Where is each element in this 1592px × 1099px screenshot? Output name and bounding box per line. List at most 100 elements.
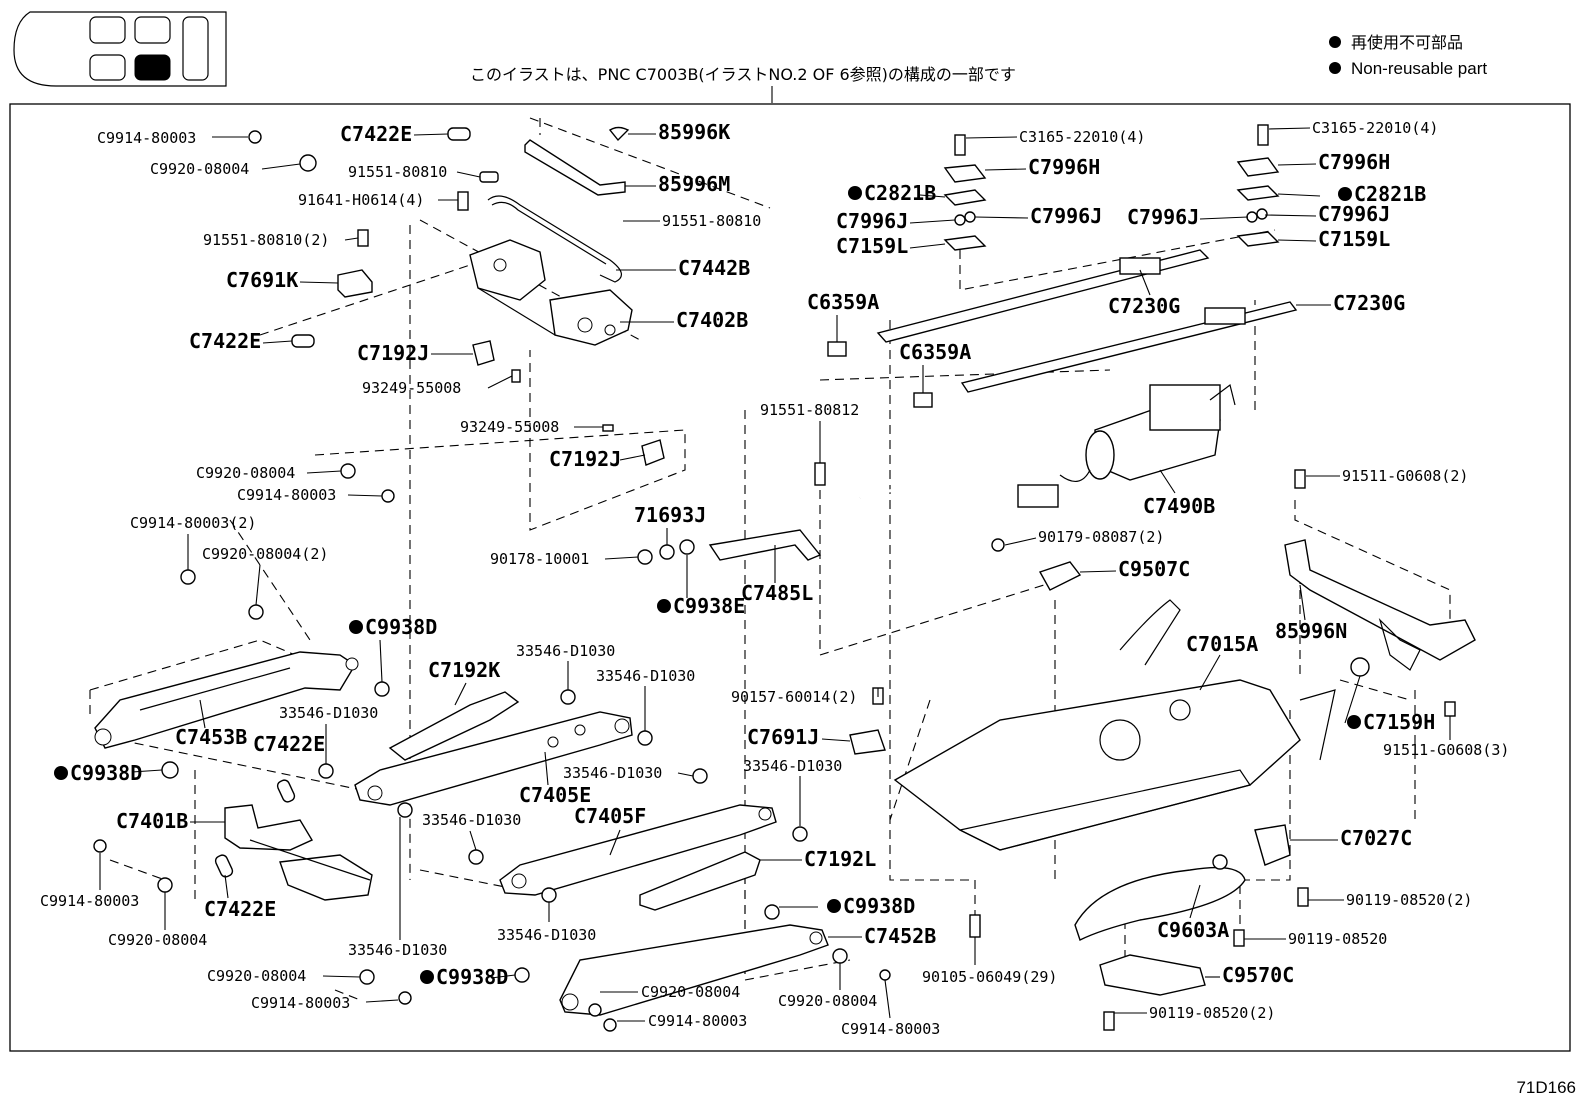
part-number-label: 33546-D1030: [563, 764, 662, 782]
seat-locator-icon: [13, 11, 227, 87]
part-number-label: C9920-08004: [778, 992, 877, 1010]
part-number-label: C7230G: [1333, 291, 1405, 315]
part-number-label: C9914-80003: [648, 1012, 747, 1030]
part-number-label: 33546-D1030: [422, 811, 521, 829]
part-number-label: C7027C: [1340, 826, 1412, 850]
figure-id: 71D166: [1516, 1078, 1576, 1097]
part-number-label: C9938D: [436, 965, 508, 989]
non-reusable-bullet-icon: [848, 186, 862, 200]
legend: 再使用不可部品 Non-reusable part: [1329, 33, 1487, 78]
part-number-label: C7452B: [864, 924, 936, 948]
part-number-label: 85996M: [658, 172, 730, 196]
part-number-label: 33546-D1030: [516, 642, 615, 660]
part-number-label: 85996K: [658, 120, 730, 144]
part-number-label: C7422E: [204, 897, 276, 921]
part-number-label: 85996N: [1275, 619, 1347, 643]
bullet-icon: [1329, 62, 1341, 74]
part-number-label: C7159H: [1363, 710, 1435, 734]
part-number-label: C9914-80003: [237, 486, 336, 504]
part-number-label: C7015A: [1186, 632, 1258, 656]
part-number-label: 91551-80810(2): [203, 231, 329, 249]
part-number-label: 93249-55008: [460, 418, 559, 436]
part-number-label: 90119-08520(2): [1346, 891, 1472, 909]
part-number-label: 71693J: [634, 503, 706, 527]
part-number-label: C9920-08004(2): [202, 545, 328, 563]
part-number-label: C9938E: [673, 594, 745, 618]
part-number-label: C7691K: [226, 268, 298, 292]
part-number-label: C9920-08004: [641, 983, 740, 1001]
non-reusable-bullet-icon: [1347, 715, 1361, 729]
part-number-label: C9938D: [70, 761, 142, 785]
pin-icon: [291, 334, 315, 348]
part-number-label: C7401B: [116, 809, 188, 833]
bolt-icon: [479, 171, 499, 183]
part-number-label: C7485L: [741, 581, 813, 605]
part-number-label: C9914-80003(2): [130, 514, 256, 532]
part-number-label: 91511-G0608(2): [1342, 467, 1468, 485]
part-number-label: C7230G: [1108, 294, 1180, 318]
part-number-label: 33546-D1030: [348, 941, 447, 959]
part-number-label: C7159L: [836, 234, 908, 258]
bracket-icon: [337, 269, 373, 298]
non-reusable-bullet-icon: [54, 766, 68, 780]
part-number-label: 33546-D1030: [596, 667, 695, 685]
part-number-label: C7159L: [1318, 227, 1390, 251]
part-number-label: 91641-H0614(4): [298, 191, 424, 209]
part-number-label: 90157-60014(2): [731, 688, 857, 706]
part-number-label: 91511-G0608(3): [1383, 741, 1509, 759]
part-number-label: 90178-10001: [490, 550, 589, 568]
part-number-label: C7422E: [253, 732, 325, 756]
washer-icon: [299, 154, 317, 172]
part-number-label: C7422E: [189, 329, 261, 353]
part-number-label: C7422E: [340, 122, 412, 146]
part-number-label: 90105-06049(29): [922, 968, 1057, 986]
part-number-label: 33546-D1030: [497, 926, 596, 944]
part-number-label: C9914-80003: [40, 892, 139, 910]
part-number-label: 90179-08087(2): [1038, 528, 1164, 546]
part-number-label: 90119-08520: [1288, 930, 1387, 948]
part-number-label: C2821B: [864, 181, 936, 205]
non-reusable-bullet-icon: [657, 599, 671, 613]
part-number-label: C7996J: [1030, 204, 1102, 228]
part-number-label: C7996J: [836, 209, 908, 233]
bolt-icon: [457, 191, 469, 211]
part-number-label: C9938D: [365, 615, 437, 639]
part-number-label: 91551-80812: [760, 401, 859, 419]
bolt-icon: [357, 229, 369, 247]
non-reusable-bullet-icon: [349, 620, 363, 634]
part-number-label: C7402B: [676, 308, 748, 332]
non-reusable-bullet-icon: [827, 899, 841, 913]
part-number-label: 93249-55008: [362, 379, 461, 397]
bolt-icon: [248, 130, 262, 144]
part-number-label: C7192J: [549, 447, 621, 471]
part-number-label: C9938D: [843, 894, 915, 918]
part-number-label: C7192L: [804, 847, 876, 871]
part-number-label: C3165-22010(4): [1312, 119, 1438, 137]
part-number-label: C9603A: [1157, 918, 1229, 942]
diagram-frame: [9, 103, 1571, 1052]
leader-lines: [99, 127, 1451, 1022]
part-number-label: C2821B: [1354, 182, 1426, 206]
part-labels: C9914-80003C9920-08004C7422E91551-808109…: [40, 119, 1509, 1038]
part-number-label: 33546-D1030: [743, 757, 842, 775]
part-number-label: C9914-80003: [251, 994, 350, 1012]
part-number-label: C9914-80003: [97, 129, 196, 147]
part-number-label: C7405E: [519, 783, 591, 807]
part-number-label: C9920-08004: [196, 464, 295, 482]
part-number-label: C7490B: [1143, 494, 1215, 518]
part-number-label: C9914-80003: [841, 1020, 940, 1038]
part-number-label: C6359A: [807, 290, 879, 314]
non-reusable-bullet-icon: [1338, 187, 1352, 201]
part-number-label: C7405F: [574, 804, 646, 828]
part-number-label: C7996H: [1028, 155, 1100, 179]
pin-icon: [447, 127, 471, 141]
part-number-label: C9570C: [1222, 963, 1294, 987]
non-reusable-bullet-icon: [420, 970, 434, 984]
legend-en: Non-reusable part: [1351, 59, 1487, 78]
parts: [93, 124, 1476, 1032]
part-number-label: 33546-D1030: [279, 704, 378, 722]
part-number-label: C7192J: [357, 341, 429, 365]
part-number-label: C9920-08004: [150, 160, 249, 178]
part-number-label: C6359A: [899, 340, 971, 364]
